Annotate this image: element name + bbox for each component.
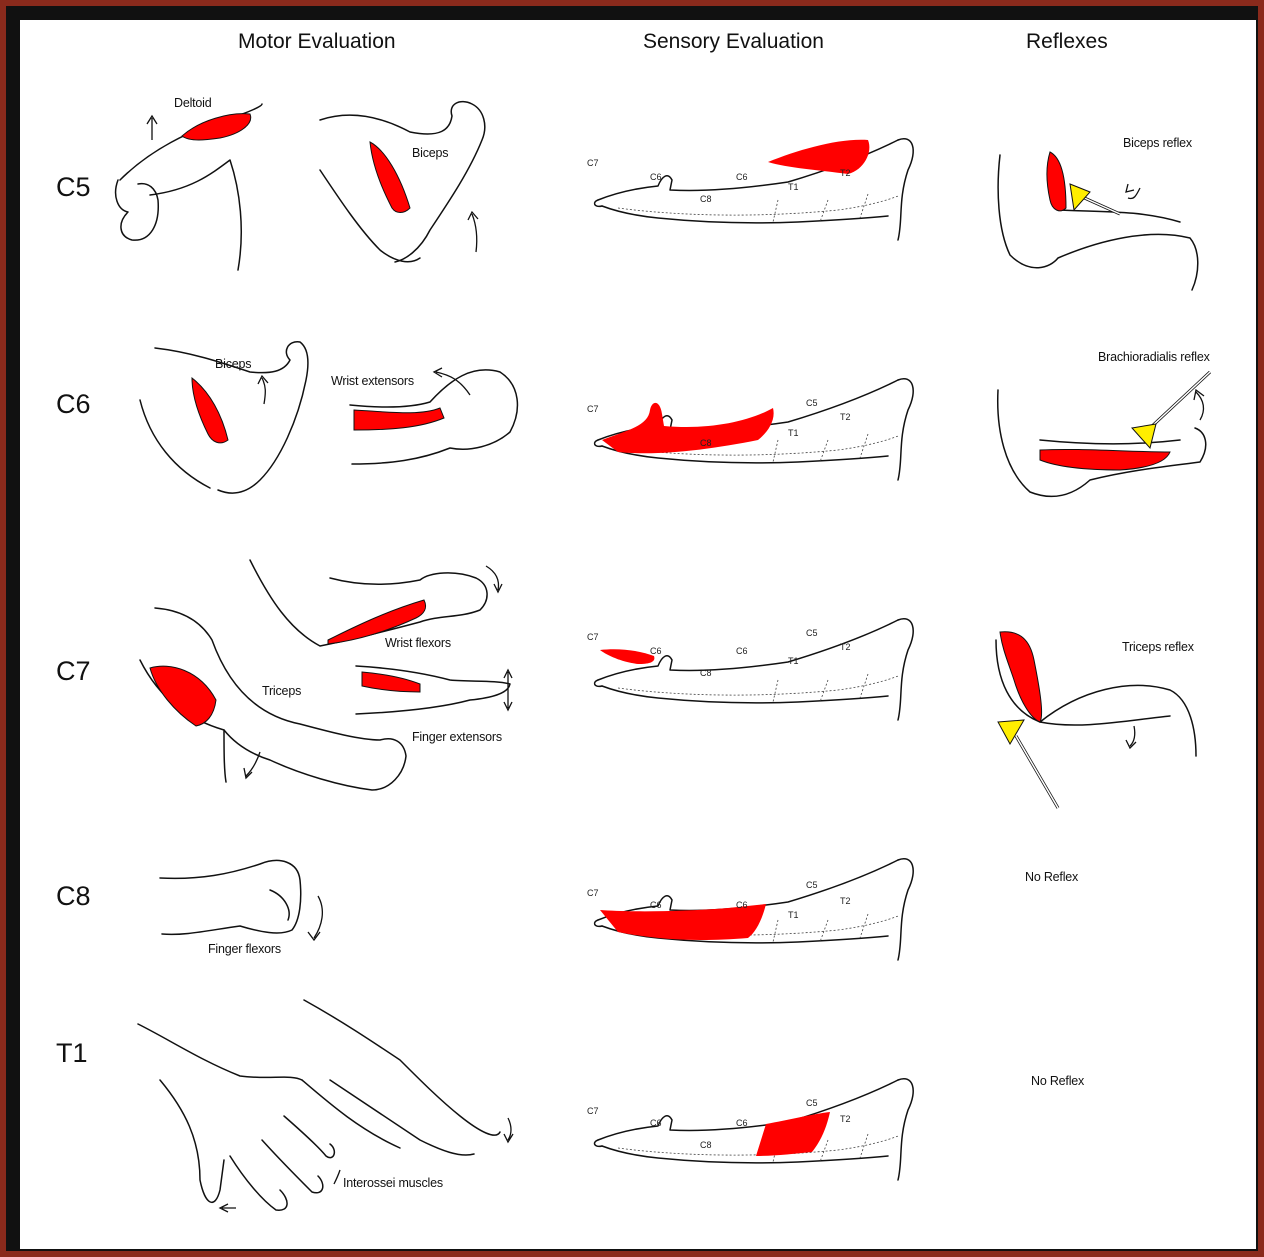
brachioradialis-reflex-label: Brachioradialis reflex — [1098, 350, 1210, 364]
derm-t1-row-c8: T1 — [788, 910, 799, 920]
derm-c7-row-c7: C7 — [587, 632, 599, 642]
header-motor-evaluation: Motor Evaluation — [238, 30, 396, 53]
header-sensory-evaluation: Sensory Evaluation — [643, 30, 824, 53]
level-label-t1: T1 — [56, 1038, 88, 1068]
biceps-label-c5: Biceps — [412, 146, 449, 160]
derm-c6a-row-t1: C6 — [650, 1118, 662, 1128]
finger-flexors-label: Finger flexors — [208, 942, 281, 956]
wrist-flexors-label: Wrist flexors — [385, 636, 451, 650]
derm-c6a-row-c8: C6 — [650, 900, 662, 910]
derm-c7-row-c8: C7 — [587, 888, 599, 898]
derm-t2-row-t1: T2 — [840, 1114, 851, 1124]
c7-triceps-figure — [139, 607, 407, 791]
derm-c8-row-c7: C8 — [700, 668, 712, 678]
c5-deltoid-figure — [114, 103, 263, 271]
c6-biceps-figure — [139, 341, 309, 494]
derm-c6a-row-c7: C6 — [650, 646, 662, 656]
t1-interossei-figure — [137, 999, 514, 1213]
derm-c5-row-c8: C5 — [806, 880, 818, 890]
c8-dermatome-arm — [593, 857, 914, 961]
biceps-label-c6: Biceps — [215, 357, 252, 371]
no-reflex-label-t1: No Reflex — [1031, 1074, 1085, 1088]
c7-dermatome-arm — [593, 617, 914, 721]
derm-c5-row-c6: C5 — [806, 398, 818, 408]
triceps-reflex-label: Triceps reflex — [1122, 640, 1194, 654]
deltoid-label: Deltoid — [174, 96, 212, 110]
derm-c8-row-c6: C8 — [700, 438, 712, 448]
header-reflexes: Reflexes — [1026, 30, 1108, 53]
derm-t2-row-c7: T2 — [840, 642, 851, 652]
c5-biceps-reflex-figure — [997, 151, 1199, 291]
derm-c6b-row-c5: C6 — [736, 172, 748, 182]
derm-t2-row-c5: T2 — [840, 168, 851, 178]
c6-brachioradialis-reflex-figure — [996, 370, 1212, 498]
biceps-reflex-label: Biceps reflex — [1123, 136, 1192, 150]
c6-wrist-extensors-figure — [349, 367, 519, 465]
c5-biceps-figure — [319, 100, 486, 263]
derm-c8-row-c5: C8 — [700, 194, 712, 204]
level-label-c5: C5 — [56, 172, 91, 202]
derm-c6a-row-c5: C6 — [650, 172, 662, 182]
c6-dermatome-arm — [593, 377, 914, 481]
derm-c6b-row-c7: C6 — [736, 646, 748, 656]
derm-c7-row-t1: C7 — [587, 1106, 599, 1116]
derm-c8-row-t1: C8 — [700, 1140, 712, 1150]
derm-t1-row-c7: T1 — [788, 656, 799, 666]
no-reflex-label-c8: No Reflex — [1025, 870, 1079, 884]
c7-wrist-flexors-figure — [249, 559, 503, 647]
derm-t2-row-c6: T2 — [840, 412, 851, 422]
triceps-label: Triceps — [262, 684, 302, 698]
derm-t1-row-c5: T1 — [788, 182, 799, 192]
c8-finger-flexors-figure — [159, 859, 324, 942]
level-label-c8: C8 — [56, 881, 91, 911]
derm-c6b-row-t1: C6 — [736, 1118, 748, 1128]
c7-finger-extensors-figure — [355, 665, 513, 715]
finger-extensors-label: Finger extensors — [412, 730, 502, 744]
derm-c7-row-c6: C7 — [587, 404, 599, 414]
wrist-extensors-label: Wrist extensors — [331, 374, 414, 388]
derm-c6b-row-c8: C6 — [736, 900, 748, 910]
interossei-label: Interossei muscles — [343, 1176, 443, 1190]
c5-dermatome-arm — [593, 137, 914, 241]
derm-t2-row-c8: T2 — [840, 896, 851, 906]
chart-panel — [20, 20, 1256, 1249]
level-label-c7: C7 — [56, 656, 91, 686]
c7-triceps-reflex-figure — [995, 631, 1197, 809]
level-label-c6: C6 — [56, 389, 91, 419]
derm-c5-row-t1: C5 — [806, 1098, 818, 1108]
t1-dermatome-arm — [593, 1077, 914, 1181]
derm-c5-row-c7: C5 — [806, 628, 818, 638]
derm-c7-row-c5: C7 — [587, 158, 599, 168]
derm-t1-row-c6: T1 — [788, 428, 799, 438]
